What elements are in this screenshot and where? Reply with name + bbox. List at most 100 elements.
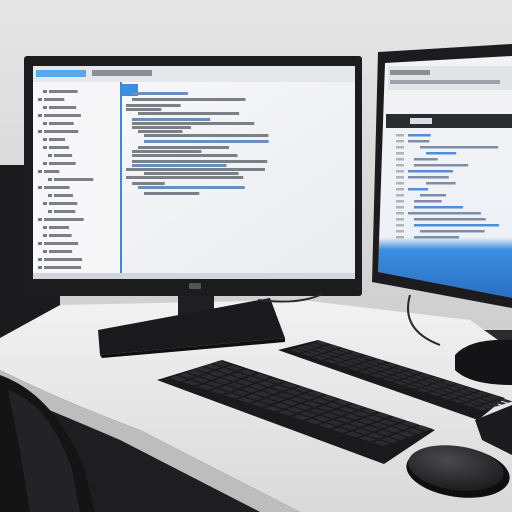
tree-node-icon [38,258,42,261]
keyboard-key [268,395,286,402]
right-code-line [426,152,457,155]
keyboard-key [359,362,374,368]
right-code-line [408,170,453,173]
right-line-number [396,146,404,149]
code-line [138,186,245,189]
keyboard-key [382,377,396,382]
keyboard-key [205,381,223,388]
left-monitor-base [98,298,285,355]
chair-mesh [8,390,80,512]
keyboard-key [273,402,291,409]
keyboard-key [290,348,304,353]
tree-line [49,90,78,93]
keyboard-key [422,386,437,391]
keyboard-key [389,434,407,440]
right-monitor [372,44,512,385]
tree-node-icon [38,242,42,245]
tree-node-icon [38,218,42,221]
tree-line [44,242,79,245]
keyboard-key [331,350,346,355]
keyboard-key [251,401,269,408]
keyboard-key [462,402,477,407]
right-line-number [396,188,404,191]
keyboard-key [417,380,432,386]
keyboard-key [263,388,281,394]
keyboard-key [330,409,348,416]
keyboard-key [393,380,408,386]
keyboard-key [266,377,284,384]
tree-node-icon [43,226,47,229]
keyboard-key [474,398,489,404]
computer-mouse [406,445,510,498]
keyboard-key [204,363,222,370]
tree-node-icon [38,170,42,173]
keyboard-key [359,435,377,442]
keyboard-key [332,427,350,434]
keyboard-key [352,411,370,417]
code-line [144,140,269,143]
keyboard-key [307,390,325,397]
keyboard-key [399,379,414,384]
third-keyboard-edge [475,405,512,455]
left-monitor [24,56,362,358]
keyboard-key [281,399,299,406]
keyboard-key [354,357,369,362]
tree-node-icon [43,90,47,93]
tree-line [44,186,70,189]
tree-line [44,258,83,261]
code-line [132,164,227,167]
code-line [138,130,183,133]
keyboard-key [370,373,385,379]
code-line [132,150,202,153]
keyboard-key [291,414,309,421]
keyboard-key [290,396,308,403]
keyboard-key [324,359,339,364]
keyboard-key [360,355,375,360]
keyboard-key [217,368,235,374]
keyboard-key [463,395,478,400]
tree-line [49,202,78,205]
keyboard-key [244,376,262,383]
keyboard-key [337,348,352,353]
code-line [126,104,181,107]
keyboard-key [237,397,255,403]
main-keyboard [157,360,435,464]
keyboard-key [210,388,228,395]
right-line-number [396,236,404,239]
keyboard-key [457,397,472,402]
keyboard-key [222,375,240,382]
code-line [126,108,162,111]
code-line [132,182,165,185]
keyboard-key [374,412,392,419]
keyboard-key [322,412,340,419]
keyboard-key [376,429,394,436]
keyboard-key [388,375,403,380]
keyboard-key [441,380,456,385]
keyboard-key [423,378,438,384]
keyboard-key [344,414,362,420]
keyboard-key [428,384,443,389]
keyboard-key [335,417,353,423]
right-code-line [420,194,447,197]
keyboard-key [354,428,372,435]
right-line-number [396,164,404,167]
tree-node-icon [48,178,52,181]
keyboard-key [320,395,338,401]
tree-node-icon [38,130,42,133]
keyboard-key [377,364,392,369]
right-line-number [396,212,404,215]
keyboard-key [303,401,321,407]
keyboard-key [347,403,365,410]
right-code-line [414,200,442,203]
keyboard-key [200,374,218,380]
keyboard-key [214,378,232,385]
keyboard-key [347,366,362,371]
tree-node-icon [48,194,52,197]
keyboard-key [492,400,507,405]
keyboard-key [372,440,390,446]
right-line-number [396,176,404,179]
keyboard-key [231,372,249,379]
keyboard-key [383,362,398,367]
keyboard-key [325,402,343,409]
